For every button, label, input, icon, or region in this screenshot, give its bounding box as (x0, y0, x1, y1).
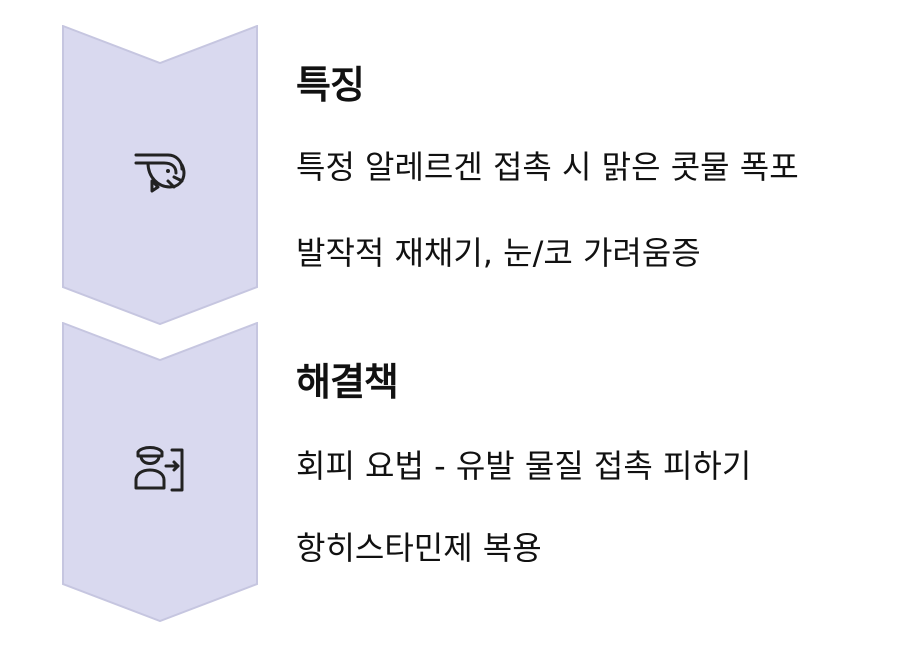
step-title: 해결책 (296, 360, 399, 404)
guard-exit-icon (128, 438, 192, 502)
step-description-line: 특정 알레르겐 접촉 시 맑은 콧물 폭포 (296, 148, 799, 186)
step-description-line: 발작적 재채기, 눈/코 가려움증 (296, 234, 701, 272)
chevron-shape (62, 25, 258, 325)
chevron-shape-svg (62, 25, 258, 325)
step-description-line: 항히스타민제 복용 (296, 529, 542, 567)
step-description-line: 회피 요법 - 유발 물질 접촉 피하기 (296, 447, 752, 485)
step-solution: 해결책 회피 요법 - 유발 물질 접촉 피하기 항히스타민제 복용 (0, 322, 906, 622)
shrimp-icon (128, 137, 192, 201)
step-title: 특징 (296, 63, 365, 107)
step-characteristics: 특징 특정 알레르겐 접촉 시 맑은 콧물 폭포 발작적 재채기, 눈/코 가려… (0, 25, 906, 325)
